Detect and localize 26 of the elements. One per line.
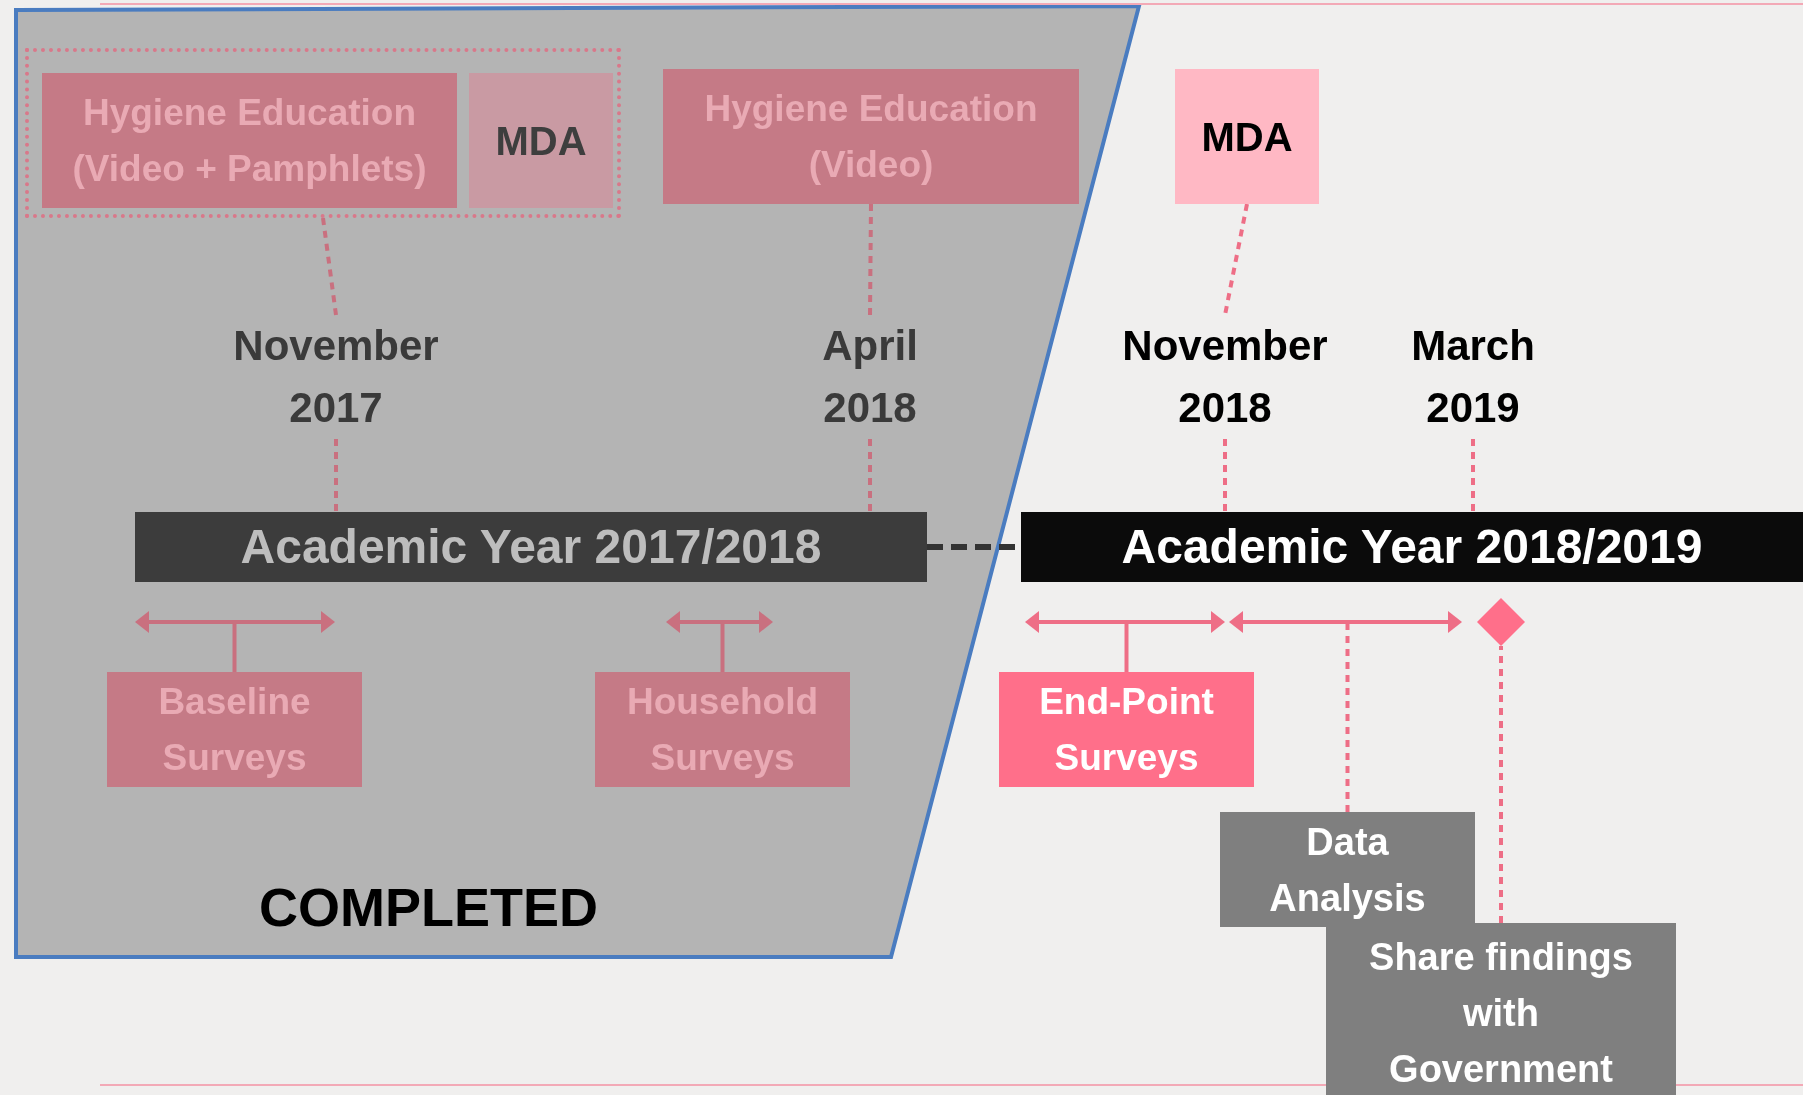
leader-line — [720, 622, 725, 672]
connector-line — [321, 217, 338, 316]
activity-box: MDA — [469, 73, 613, 208]
leader-line — [1345, 622, 1350, 812]
connector-line — [1499, 646, 1503, 923]
connector-line — [334, 439, 338, 512]
leader-line — [232, 622, 237, 672]
activity-box: Data Analysis — [1220, 812, 1475, 927]
connector-line — [1471, 439, 1475, 512]
date-label: November 2018 — [1100, 315, 1350, 439]
date-label: April 2018 — [790, 315, 950, 439]
connector-line — [1223, 203, 1249, 316]
connector-line — [1223, 439, 1227, 512]
milestone-diamond — [1477, 598, 1525, 646]
timeline-bar: Academic Year 2018/2019 — [1021, 512, 1803, 582]
date-label: March 2019 — [1363, 315, 1583, 439]
status-label: COMPLETED — [259, 876, 598, 938]
timeline-bar: Academic Year 2017/2018 — [135, 512, 927, 582]
activity-box: End-Point Surveys — [999, 672, 1254, 787]
date-label: November 2017 — [206, 315, 466, 439]
dashed-group-frame — [25, 48, 621, 218]
connector-line — [868, 439, 872, 512]
connector-line — [868, 203, 873, 316]
activity-box: Share findings with Government — [1326, 923, 1676, 1095]
activity-box: MDA — [1175, 69, 1319, 204]
leader-line — [1124, 622, 1129, 672]
